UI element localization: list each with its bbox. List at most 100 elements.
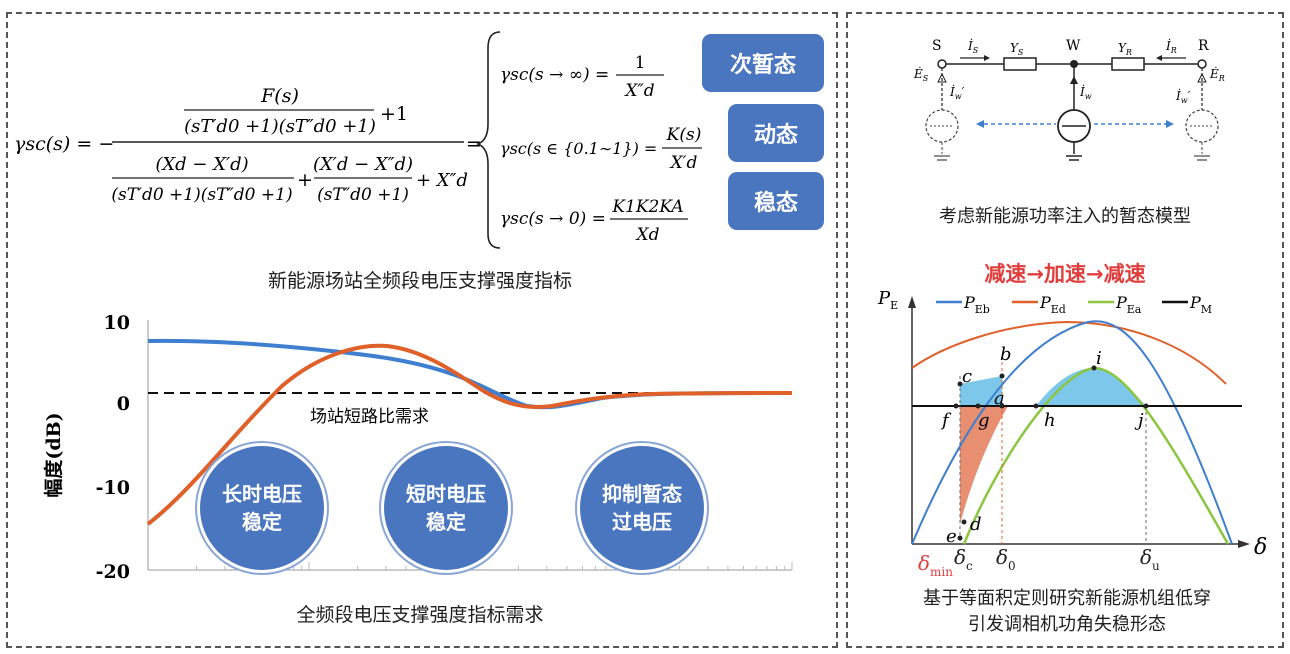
arrow-iw-left bbox=[937, 72, 947, 83]
area-decel-right bbox=[1036, 368, 1146, 406]
point-a bbox=[999, 403, 1005, 409]
power-angle-caption: 基于等面积定则研究新能源机组低穿 引发调相机功角失稳形态 bbox=[862, 586, 1272, 638]
point-d bbox=[961, 519, 967, 525]
node-s bbox=[937, 59, 947, 69]
voltage-support-formula: γsc(s) = − F(s) (sT′d0 +1)(sT″d0 +1) +1 … bbox=[14, 31, 702, 249]
formula-den-tail: + X″d bbox=[416, 170, 468, 191]
arrow-iw-right bbox=[1197, 72, 1207, 83]
badge-long-term-stability-label: 长时电压 稳定 bbox=[222, 482, 302, 534]
power-angle-caption-line1: 基于等面积定则研究新能源机组低穿 bbox=[923, 588, 1211, 609]
formula-case3-lhs: γsc(s → 0) = bbox=[500, 209, 606, 229]
xtick-delta-min: δmin bbox=[918, 551, 953, 579]
formula-case3-top: K1K2KA bbox=[611, 197, 683, 217]
formula-cases-brace bbox=[475, 31, 501, 249]
pill-steady: 稳态 bbox=[728, 172, 824, 230]
xtick-delta-c: δc bbox=[954, 545, 973, 573]
formula-case2-bottom: X′d bbox=[669, 153, 698, 173]
power-angle-caption-line2: 引发调相机功角失稳形态 bbox=[968, 614, 1166, 635]
formula-case3-bottom: Xd bbox=[635, 225, 660, 245]
power-angle-headline: 减速→加速→减速 bbox=[984, 262, 1146, 286]
formula-den-term1-top: (Xd − X′d) bbox=[155, 154, 248, 175]
xtick-delta-0: δ0 bbox=[996, 545, 1016, 573]
plot-ytick-neg10: -10 bbox=[96, 477, 130, 499]
xtick-delta-u: δu bbox=[1140, 545, 1160, 573]
formula-lhs: γsc(s) = − bbox=[14, 133, 114, 155]
yr-label: YR bbox=[1118, 41, 1132, 57]
ys-label: YS bbox=[1010, 41, 1024, 57]
plot-ytick-neg20: -20 bbox=[96, 561, 130, 583]
impedance-yr bbox=[1111, 57, 1145, 71]
node-s-label: S bbox=[932, 38, 942, 54]
legend-pea-label: PEa bbox=[1115, 293, 1142, 316]
threshold-label: 场站短路比需求 bbox=[310, 407, 429, 427]
formula-caption: 新能源场站全频段电压支撑强度指标 bbox=[267, 270, 572, 292]
power-flow-left-head bbox=[976, 120, 984, 128]
formula-case1-lhs: γsc(s → ∞) = bbox=[500, 65, 609, 85]
curve-peb bbox=[911, 320, 1233, 545]
left-panel bbox=[6, 12, 838, 648]
curve-orange bbox=[146, 343, 793, 526]
point-j-label: j bbox=[1134, 410, 1144, 431]
circuit-diagram: S W R YS YR İS İR ĖS ĖR İw′ İw İw′ bbox=[913, 38, 1225, 161]
point-c-label: c bbox=[962, 366, 972, 387]
is-label: İS bbox=[967, 38, 979, 55]
point-h-label: h bbox=[1044, 410, 1056, 431]
point-b bbox=[999, 373, 1005, 379]
badge-short-term-stability: 短时电压 稳定 bbox=[384, 446, 508, 570]
legend-peb-label: PEb bbox=[963, 293, 990, 316]
point-e bbox=[957, 535, 963, 541]
formula-num-top: F(s) bbox=[260, 85, 299, 107]
power-angle-diagram: PE δ PEb PEd PEa PM b c a f g h i j d e … bbox=[877, 288, 1267, 579]
point-i bbox=[1091, 365, 1097, 371]
point-c bbox=[957, 381, 963, 387]
point-d-label: d bbox=[970, 514, 982, 535]
arrow-ir-head bbox=[1156, 55, 1162, 61]
arrow-is-head bbox=[984, 55, 990, 61]
point-a-label: a bbox=[994, 388, 1005, 409]
badge-long-term-stability: 长时电压 稳定 bbox=[200, 446, 324, 570]
pa-xaxis-symbol: δ bbox=[1254, 535, 1267, 560]
curve-ped bbox=[911, 320, 1227, 385]
point-j bbox=[1143, 403, 1149, 409]
iw-right-label: İw′ bbox=[1175, 88, 1191, 105]
right-panel bbox=[846, 12, 1284, 648]
iw-mid-label: İw bbox=[1079, 84, 1092, 101]
formula-case2-lhs: γsc(s ∈ {0.1∼1}) = bbox=[500, 139, 657, 158]
formula-den-term1-bottom: (sT′d0 +1)(sT″d0 +1) bbox=[111, 185, 292, 205]
power-flow-right-head bbox=[1166, 120, 1174, 128]
pa-y-axis-head bbox=[908, 296, 916, 308]
point-b-label: b bbox=[1000, 344, 1012, 365]
pa-x-axis-head bbox=[1238, 540, 1250, 548]
badge-suppress-overvoltage-label: 抑制暂态 过电压 bbox=[602, 482, 682, 534]
node-r bbox=[1197, 59, 1207, 69]
plot-ylabel: 幅度(dB) bbox=[42, 412, 65, 497]
formula-num-bottom: (sT′d0 +1)(sT″d0 +1) bbox=[184, 116, 376, 137]
badge-suppress-overvoltage: 抑制暂态 过电压 bbox=[580, 446, 704, 570]
point-f bbox=[953, 403, 959, 409]
point-g bbox=[975, 403, 981, 409]
plot-ytick-10: 10 bbox=[104, 312, 130, 334]
formula-case1-bottom: X″d bbox=[623, 81, 654, 101]
point-g-label: g bbox=[978, 410, 990, 431]
pill-dynamic: 动态 bbox=[728, 104, 824, 162]
node-r-label: R bbox=[1198, 38, 1209, 54]
curve-blue bbox=[147, 338, 793, 410]
formula-case2-top: K(s) bbox=[666, 125, 702, 145]
formula-equals: = bbox=[466, 133, 482, 155]
formula-den-plus: + bbox=[297, 169, 313, 191]
impedance-ys bbox=[1003, 57, 1037, 71]
formula-den-term2-top: (X′d − X″d) bbox=[313, 154, 413, 175]
ir-label: İR bbox=[1165, 38, 1177, 55]
point-f-label: f bbox=[940, 410, 952, 431]
circuit-caption: 考虑新能源功率注入的暂态模型 bbox=[939, 206, 1191, 227]
point-e-label: e bbox=[946, 526, 957, 547]
iw-left-label: İw′ bbox=[949, 84, 965, 101]
point-h bbox=[1033, 403, 1039, 409]
pa-ylabel: PE bbox=[877, 288, 898, 312]
plot-caption: 全频段电压支撑强度指标需求 bbox=[296, 604, 544, 626]
point-i-label: i bbox=[1096, 348, 1102, 369]
frequency-support-plot: 幅度(dB) 10 0 -10 -20 场站短路比需求 bbox=[42, 312, 793, 583]
formula-den-term2-bottom: (sT″d0 +1) bbox=[317, 185, 409, 205]
badge-short-term-stability-label: 短时电压 稳定 bbox=[406, 482, 486, 534]
area-accelerating bbox=[960, 406, 1008, 524]
